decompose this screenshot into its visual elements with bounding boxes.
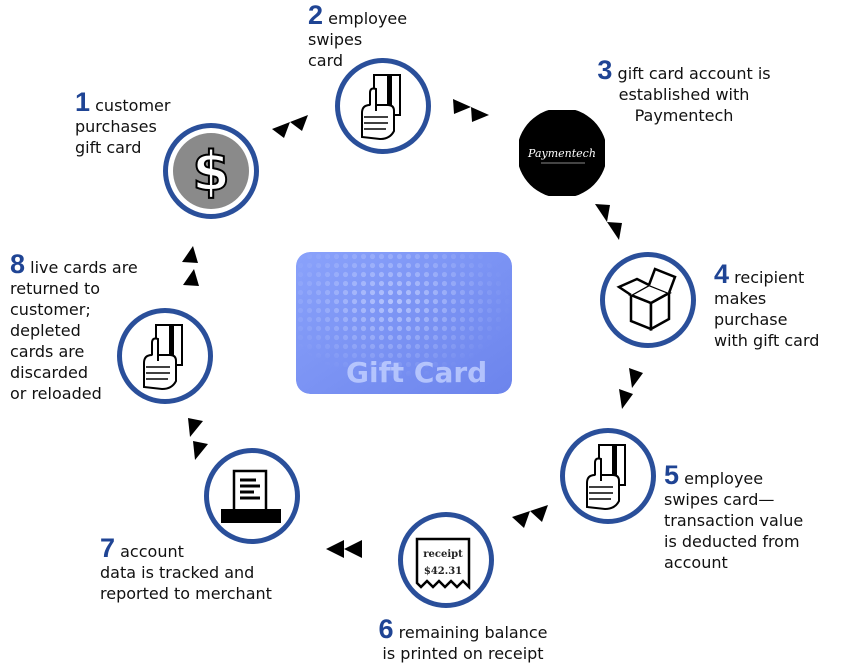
step-6-label: 6 remaining balance is printed on receip… [378, 614, 548, 664]
step-3-number: 3 [597, 55, 613, 85]
step-1-line-2: purchases [75, 117, 157, 136]
step-2-label: 2 employee swipes card [308, 0, 408, 71]
receipt-title: receipt [423, 549, 463, 560]
arrow-3-to-4 [595, 204, 622, 240]
dollar-icon-ring: $ [163, 123, 259, 219]
arrow-7-to-8 [188, 418, 208, 460]
printer-icon-ring [204, 448, 300, 544]
receipt-amount: $42.31 [424, 566, 462, 577]
dollar-icon: $ [173, 133, 249, 209]
printer-icon [221, 469, 281, 523]
receipt-icon: receipt $42.31 [415, 537, 471, 591]
arrow-8-to-1 [182, 246, 199, 286]
hand-swipe-icon-ring-left [117, 308, 213, 404]
paymentech-logo-ring: Paymentech [514, 105, 610, 201]
step-2-number: 2 [308, 0, 324, 30]
gift-card-label: Gift Card [346, 356, 488, 389]
arrow-4-to-5 [619, 368, 643, 409]
hand-card-icon [586, 444, 626, 511]
arrow-6-to-7 [326, 540, 362, 558]
arrow-2-to-3 [453, 99, 489, 122]
step-5-number: 5 [664, 460, 680, 490]
step-1-number: 1 [75, 87, 91, 117]
gift-card-background [296, 252, 512, 394]
receipt-icon-ring: receipt $42.31 [398, 512, 494, 608]
hand-swipe-icon-ring-top [335, 58, 431, 154]
step-1-label: 1 customer purchases gift card [75, 89, 195, 158]
hand-card-icon [361, 74, 401, 141]
step-4-label: 4 recipient makes purchase with gift car… [714, 259, 820, 351]
step-8-label: 8 live cards are returned to customer; d… [10, 249, 138, 404]
gift-card-graphic: Gift Card [296, 252, 512, 394]
step-1-line-1: customer [95, 96, 171, 115]
box-icon-ring [600, 252, 696, 348]
hand-card-icon [143, 324, 183, 391]
step-5-label: 5 employee swipes card— transaction valu… [664, 460, 804, 573]
step-1-line-3: gift card [75, 138, 142, 157]
step-7-label: 7 account data is tracked and reported t… [100, 533, 272, 604]
arrow-5-to-6 [512, 505, 548, 528]
step-4-number: 4 [714, 259, 730, 289]
hand-swipe-icon-ring-right [560, 428, 656, 524]
step-8-number: 8 [10, 249, 26, 279]
step-6-number: 6 [378, 614, 394, 644]
dollar-symbol: $ [192, 140, 230, 203]
step-3-label: 3 gift card account is established with … [597, 55, 771, 126]
open-box-icon [616, 267, 677, 332]
paymentech-logo-icon: Paymentech [519, 110, 605, 196]
arrow-1-to-2 [272, 115, 308, 138]
paymentech-logo-text: Paymentech [527, 147, 596, 160]
step-7-number: 7 [100, 533, 116, 563]
